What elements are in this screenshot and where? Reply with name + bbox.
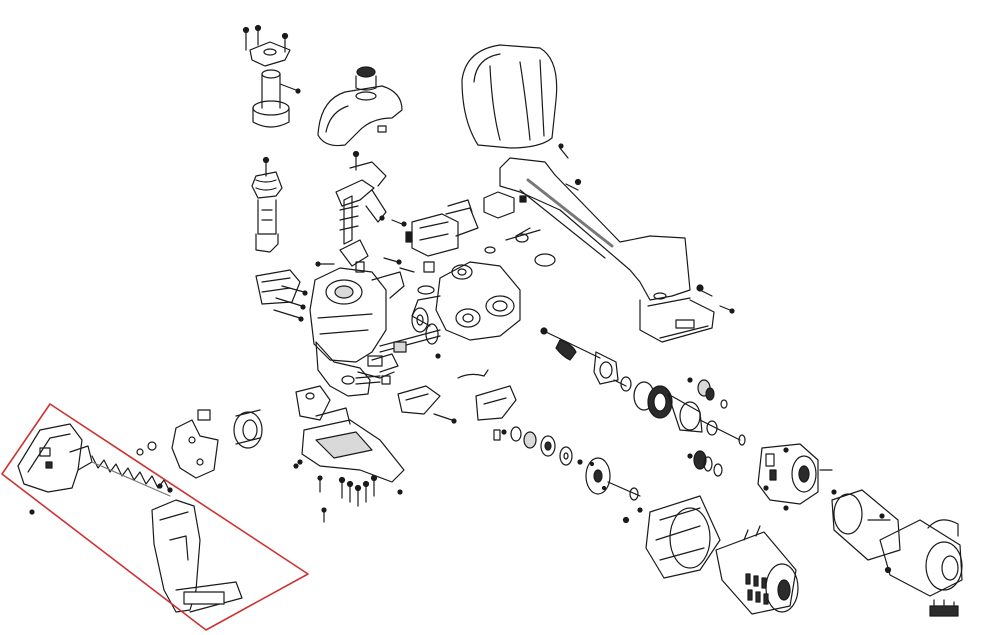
foot-plate-screws <box>318 476 377 523</box>
shaft-bearing-left <box>356 308 440 384</box>
drive-motor <box>624 496 799 614</box>
foot-plate <box>296 386 404 522</box>
motor-shaft <box>541 328 631 391</box>
bearing-row <box>511 427 582 465</box>
lever-arm <box>500 158 734 342</box>
centre-block-parts <box>384 200 478 272</box>
misc-fasteners <box>294 354 788 512</box>
wheel-link <box>137 410 262 478</box>
handle-spring <box>92 456 170 496</box>
highlight-box <box>2 404 308 630</box>
cone-bracket <box>256 270 307 321</box>
clamp-stack <box>252 158 282 253</box>
motor-vent-slots <box>746 574 768 604</box>
centre-casting <box>412 262 520 340</box>
motor-hood <box>462 45 568 158</box>
top-post-assembly <box>244 26 301 128</box>
handle-assembly <box>18 424 242 612</box>
top-cover <box>318 67 402 146</box>
flange-coupler <box>586 458 640 500</box>
small-plates <box>484 192 555 266</box>
motor-end-cap <box>758 444 836 504</box>
right-cylinder-motor <box>832 490 962 616</box>
main-housing <box>310 152 406 363</box>
mid-brackets <box>398 370 516 440</box>
gear-set <box>634 378 745 476</box>
